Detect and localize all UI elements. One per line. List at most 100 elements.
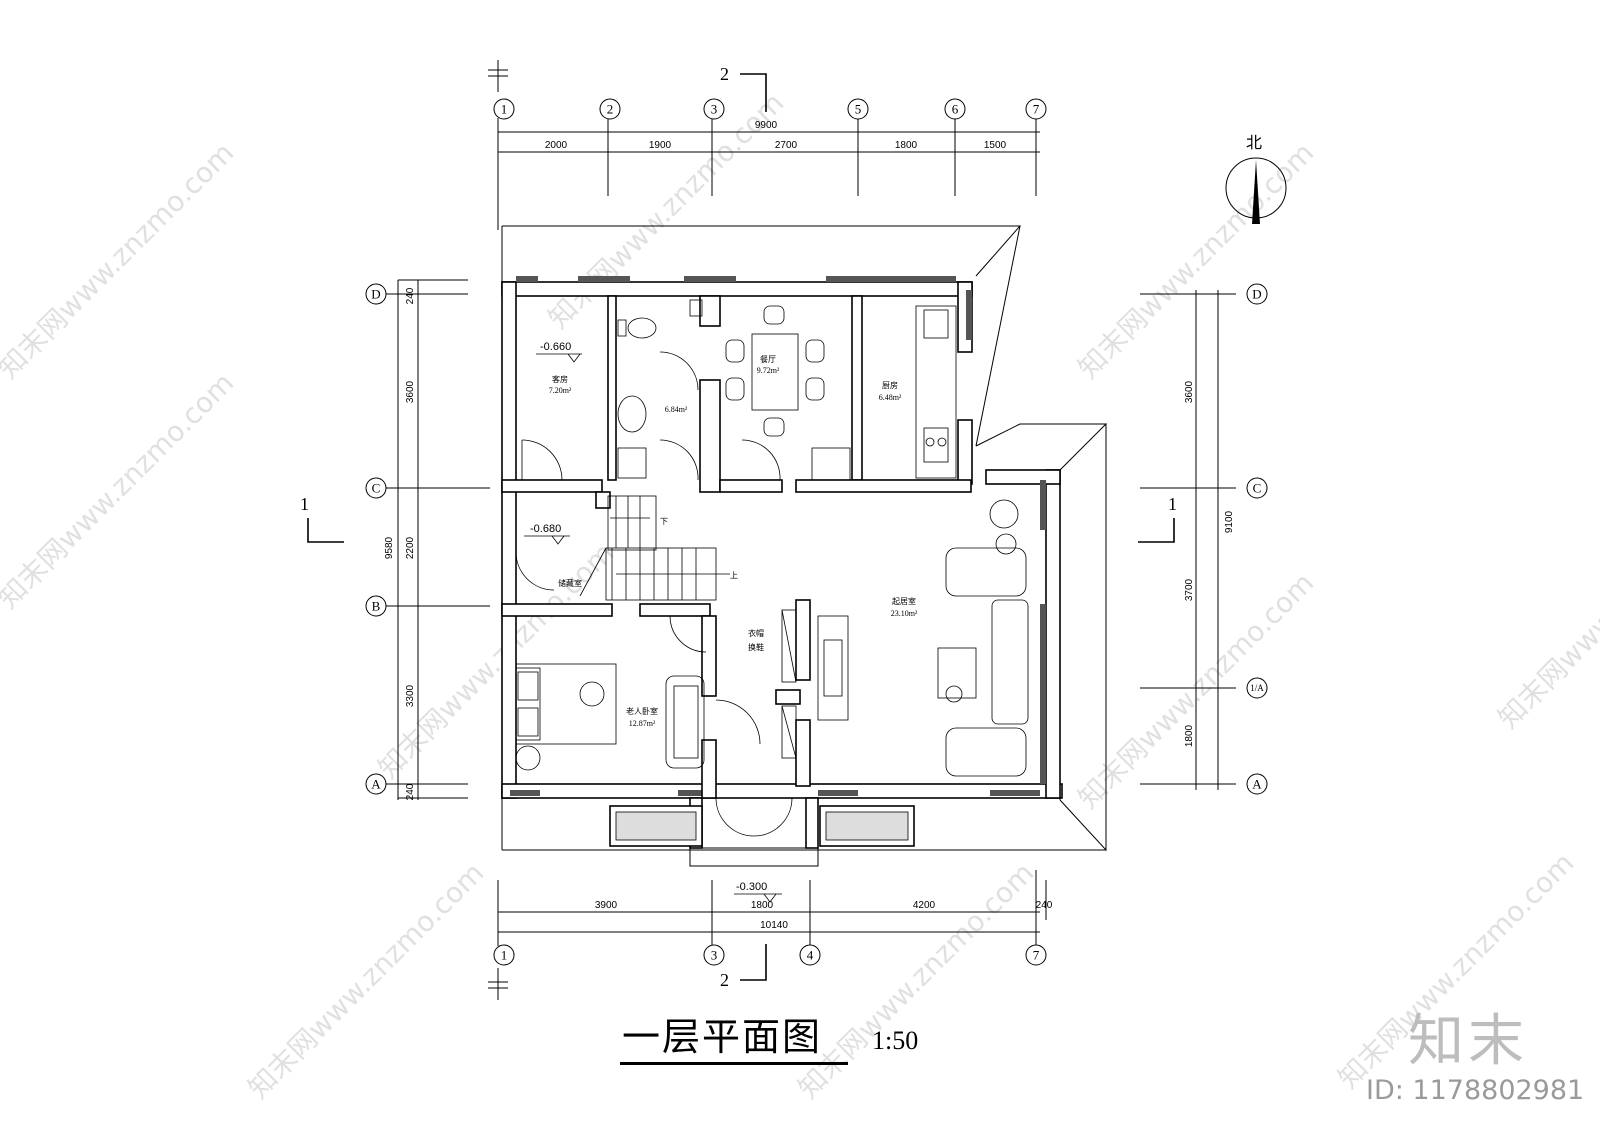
dim-bottom-seg: 240 (1036, 900, 1053, 911)
stair-down-label: 下 (660, 517, 668, 526)
staircase: 下 上 (579, 495, 738, 601)
axis-label: B (372, 599, 381, 614)
axis-bubble (599, 98, 621, 120)
level-text: -0.680 (530, 523, 561, 535)
room-name: 换鞋 (748, 642, 764, 652)
section-mark-left: 1 (300, 494, 344, 543)
axis-label: A (1252, 777, 1262, 792)
axis-bubble (1246, 283, 1268, 305)
axis-label: 1/A (1250, 683, 1264, 693)
left-axis-bubbles: D C B A (365, 283, 387, 795)
room-name: 起居室 (892, 596, 916, 606)
axis-bubble (799, 944, 821, 966)
axis-label: 4 (807, 948, 814, 963)
dim-left: 240 (405, 287, 416, 304)
top-axis-bubbles: 1 2 3 5 6 7 (493, 98, 1047, 120)
right-axis-bubbles: D C 1/A A (1246, 283, 1268, 795)
watermark-text: 知末网www.znzmo.com (0, 136, 240, 385)
room-area: 6.84m² (665, 405, 688, 414)
axis-bubble (703, 944, 725, 966)
north-label: 北 (1246, 133, 1262, 152)
watermark-text: 知末网www.znzmo.com (0, 366, 240, 615)
watermark-text: 知末网www.znzmo.com (1492, 486, 1600, 735)
room-area: 23.10m² (891, 609, 918, 618)
dim-bottom-seg: 4200 (913, 900, 936, 911)
door-swings (515, 351, 793, 837)
axis-label: 1 (501, 948, 508, 963)
section-label: 1 (300, 494, 309, 514)
section-label: 2 (720, 970, 729, 990)
dim-top-seg: 2700 (775, 140, 798, 151)
dim-bottom-seg: 3900 (595, 900, 618, 911)
bottom-dimensions: 3900 1800 4200 240 10140 (488, 870, 1053, 1000)
dim-left: 3300 (405, 684, 416, 707)
left-dimensions: 240 3600 2200 3300 240 9580 (384, 279, 490, 800)
axis-bubble (847, 98, 869, 120)
axis-label: 5 (855, 102, 862, 117)
axis-label: A (371, 777, 381, 792)
dim-top-seg: 1800 (895, 140, 918, 151)
axis-bubble (1025, 98, 1047, 120)
drawing-title: 一层平面图 (622, 1015, 823, 1059)
axis-label: 7 (1033, 102, 1040, 117)
stair-up-label: 上 (730, 571, 738, 580)
axis-label: 7 (1033, 948, 1040, 963)
level-text: -0.660 (540, 341, 571, 353)
title-underline (620, 1062, 848, 1065)
axis-bubble (493, 944, 515, 966)
dim-right: 1800 (1184, 724, 1195, 747)
level-text: -0.300 (736, 881, 767, 893)
axis-bubble (1246, 477, 1268, 499)
room-name: 老人卧室 (626, 706, 658, 716)
axis-label: 3 (711, 102, 718, 117)
room-labels: 客房 7.20m² 6.84m² 餐厅 9.72m² 厨房 6.48m² 储藏室… (549, 355, 918, 728)
north-arrow: 北 (1225, 133, 1287, 224)
dim-right-total: 9100 (1224, 510, 1235, 533)
axis-bubble (1246, 677, 1268, 699)
axis-label: D (1252, 287, 1261, 302)
dim-top-seg: 2000 (545, 140, 568, 151)
axis-bubble (944, 98, 966, 120)
level-marks: -0.660 -0.680 -0.300 (524, 341, 782, 903)
section-mark-top: 2 (720, 64, 767, 112)
axis-bubble (365, 477, 387, 499)
section-label: 1 (1168, 494, 1177, 514)
axis-bubble (1246, 773, 1268, 795)
axis-label: D (371, 287, 380, 302)
axis-bubble (703, 98, 725, 120)
exterior-walls (501, 276, 1063, 799)
bottom-axis-bubbles: 1 3 4 7 (493, 944, 1047, 966)
axis-label: 6 (952, 102, 959, 117)
axis-label: C (1253, 481, 1262, 496)
room-area: 9.72m² (757, 366, 780, 375)
dim-left: 2200 (405, 536, 416, 559)
dim-right: 3700 (1184, 578, 1195, 601)
room-area: 6.48m² (879, 393, 902, 402)
top-dimensions: 9900 2000 1900 2700 1800 1500 (488, 60, 1040, 230)
axis-bubble (365, 283, 387, 305)
brand-logo: 知末 (1408, 1009, 1528, 1074)
room-area: 12.87m² (629, 719, 656, 728)
interior-walls (501, 295, 972, 867)
dim-top-seg: 1500 (984, 140, 1007, 151)
axis-bubble (493, 98, 515, 120)
room-name: 储藏室 (558, 578, 582, 588)
section-mark-bottom: 2 (720, 944, 767, 990)
dim-top-total: 9900 (755, 120, 778, 131)
right-dimensions: 3600 3700 1800 9100 (1140, 290, 1236, 790)
watermark-text: 知末网www.znzmo.com (792, 856, 1041, 1105)
axis-label: 3 (711, 948, 718, 963)
room-name: 餐厅 (760, 355, 776, 364)
watermark-text: 知末网www.znzmo.com (372, 536, 621, 785)
axis-bubble (1025, 944, 1047, 966)
room-area: 7.20m² (549, 386, 572, 395)
image-id: ID: 1178802981 (1366, 1075, 1585, 1106)
axis-bubble (365, 773, 387, 795)
axis-label: C (372, 481, 381, 496)
dim-left-total: 9580 (384, 536, 395, 559)
axis-label: 1 (501, 102, 508, 117)
room-name: 客房 (552, 374, 568, 384)
axis-label: 2 (607, 102, 614, 117)
room-name: 衣帽 (748, 628, 764, 638)
